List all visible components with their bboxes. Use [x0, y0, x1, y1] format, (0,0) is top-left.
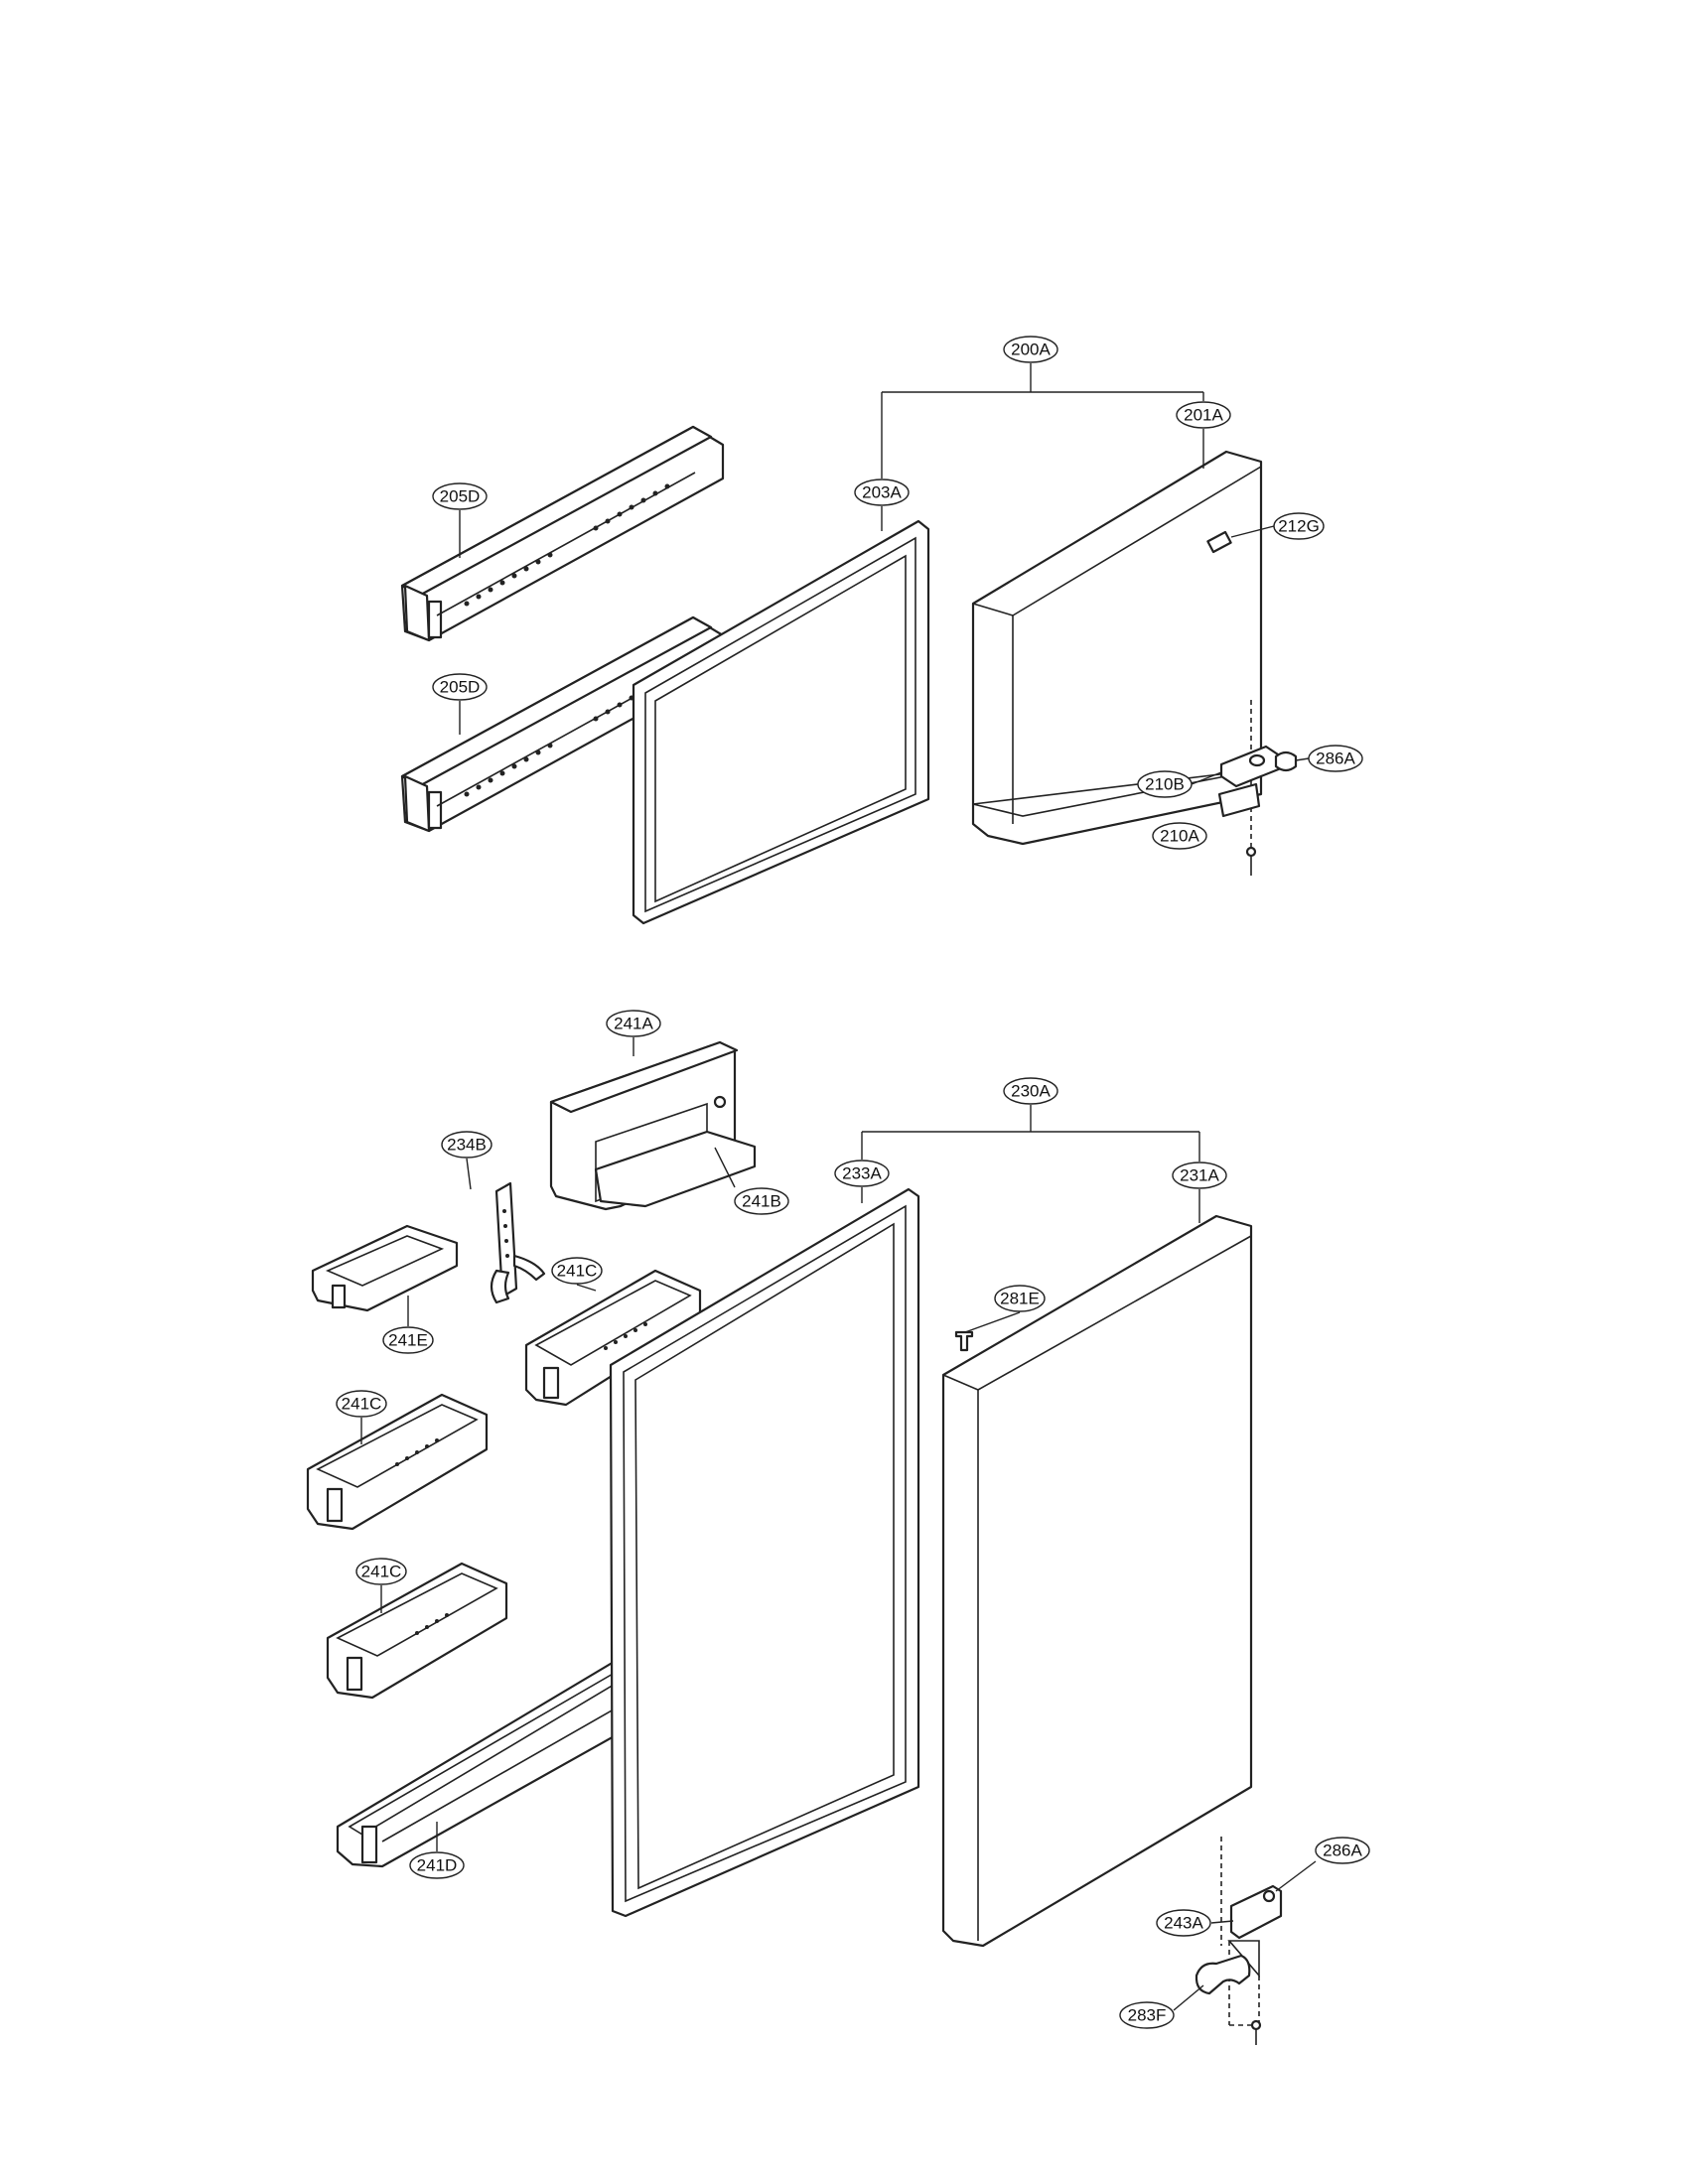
svg-text:286A: 286A — [1323, 1842, 1362, 1860]
svg-text:210B: 210B — [1145, 775, 1185, 794]
callout-281e: 281E — [994, 1285, 1046, 1312]
svg-text:205D: 205D — [440, 678, 481, 697]
callout-212g: 212G — [1273, 512, 1325, 540]
svg-text:243A: 243A — [1164, 1914, 1203, 1933]
svg-text:200A: 200A — [1011, 341, 1051, 359]
callout-203a: 203A — [854, 478, 910, 506]
callout-201a: 201A — [1176, 401, 1231, 429]
svg-text:286A: 286A — [1316, 750, 1355, 768]
callout-205d-upper: 205D — [432, 482, 488, 510]
door-bin-241c-c — [326, 1562, 508, 1700]
callout-241c-a: 241C — [551, 1257, 603, 1285]
leader-lines — [360, 363, 1317, 2011]
svg-text:241C: 241C — [557, 1262, 598, 1281]
svg-text:205D: 205D — [440, 487, 481, 506]
dairy-bin-241a — [549, 1040, 757, 1211]
callout-205d-lower: 205D — [432, 673, 488, 701]
callout-233a: 233A — [834, 1160, 890, 1187]
callout-241d: 241D — [409, 1851, 465, 1879]
fridge-door-231a — [941, 1214, 1253, 1948]
divider-234b — [490, 1181, 546, 1304]
svg-text:241E: 241E — [388, 1331, 428, 1350]
callout-230a: 230A — [1003, 1077, 1058, 1105]
svg-text:230A: 230A — [1011, 1082, 1051, 1101]
callout-241c-c: 241C — [355, 1558, 407, 1585]
svg-text:241B: 241B — [742, 1192, 781, 1211]
svg-text:201A: 201A — [1184, 406, 1223, 425]
freezer-door-gasket-203a — [632, 519, 930, 925]
callout-241b: 241B — [734, 1187, 789, 1215]
svg-text:241A: 241A — [614, 1015, 653, 1033]
callout-210a: 210A — [1152, 822, 1207, 850]
fridge-hinge-parts — [1195, 1837, 1283, 2045]
svg-text:241C: 241C — [342, 1395, 382, 1414]
svg-text:283F: 283F — [1128, 2006, 1167, 2025]
svg-text:233A: 233A — [842, 1164, 882, 1183]
callout-234b: 234B — [441, 1131, 492, 1159]
egg-bin-241e — [311, 1224, 459, 1312]
svg-text:231A: 231A — [1180, 1166, 1219, 1185]
freezer-hinge-parts — [1217, 700, 1298, 876]
svg-text:203A: 203A — [862, 483, 902, 502]
door-basket-205d-upper — [400, 425, 725, 642]
svg-text:210A: 210A — [1160, 827, 1199, 846]
callout-241e: 241E — [382, 1326, 434, 1354]
callout-210b: 210B — [1137, 770, 1193, 798]
callout-243a: 243A — [1156, 1909, 1211, 1937]
svg-text:241D: 241D — [417, 1856, 458, 1875]
freezer-door-201a — [971, 450, 1263, 846]
door-basket-205d-lower — [400, 615, 725, 833]
svg-text:234B: 234B — [447, 1136, 487, 1155]
callout-241a: 241A — [606, 1010, 661, 1037]
callout-241c-b: 241C — [336, 1390, 387, 1418]
fridge-door-gasket-233a — [609, 1187, 920, 1918]
callout-286a-upper: 286A — [1308, 745, 1363, 772]
svg-text:281E: 281E — [1000, 1290, 1040, 1308]
callout-283f: 283F — [1119, 2001, 1175, 2029]
callout-231a: 231A — [1172, 1161, 1227, 1189]
door-bin-241c-b — [306, 1393, 489, 1531]
callout-200a: 200A — [1003, 336, 1058, 363]
svg-text:212G: 212G — [1278, 517, 1320, 536]
callout-286a-lower: 286A — [1315, 1837, 1370, 1864]
svg-text:241C: 241C — [361, 1563, 402, 1581]
